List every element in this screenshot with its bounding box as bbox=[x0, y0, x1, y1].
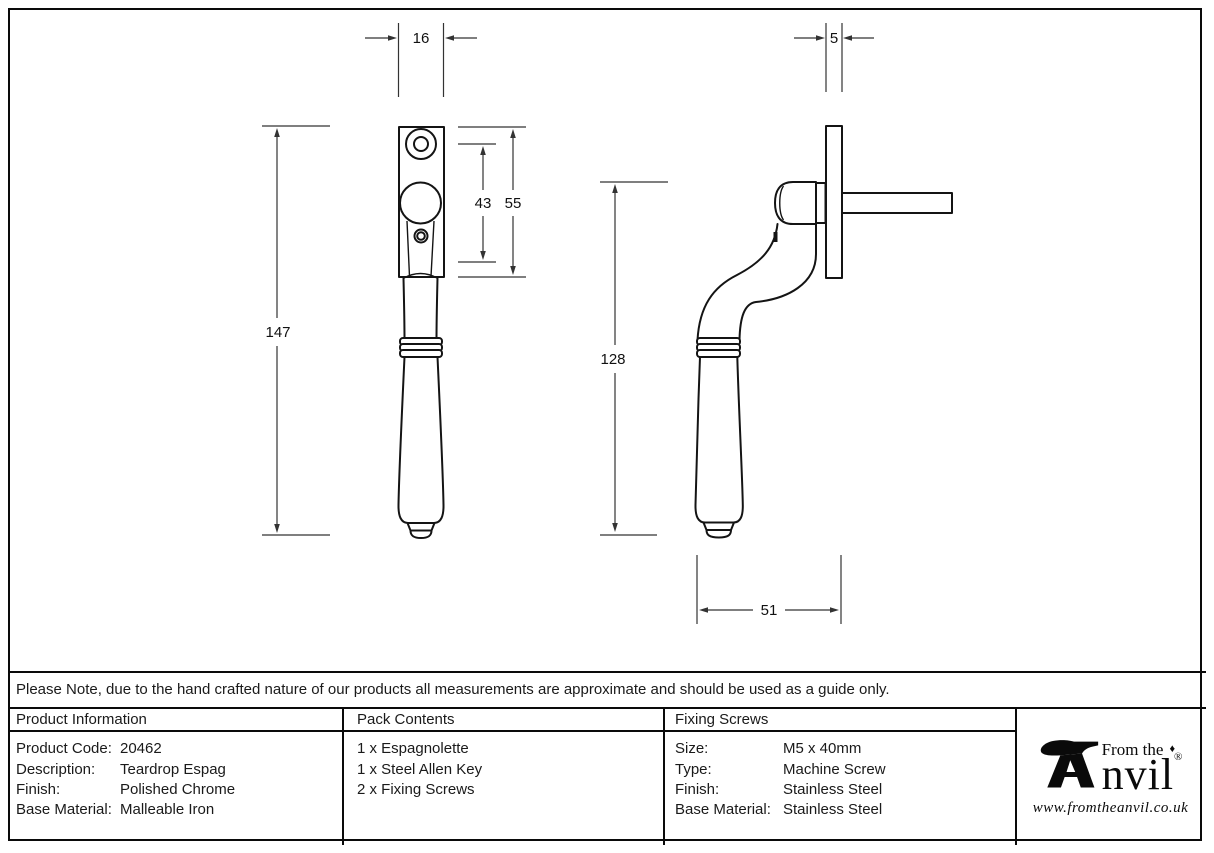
finish-value: Polished Chrome bbox=[120, 781, 236, 798]
finish-label: Finish: bbox=[16, 781, 61, 798]
base-material-value: Malleable Iron bbox=[120, 801, 215, 818]
anvil-icon bbox=[1040, 740, 1098, 788]
technical-drawing: 16 5 43 55 147 bbox=[262, 23, 953, 624]
logo-prefix-text: From the bbox=[1101, 740, 1164, 759]
screw-size-value: M5 x 40mm bbox=[783, 740, 862, 757]
front-finial-tip bbox=[409, 529, 433, 539]
front-stem bbox=[402, 277, 439, 341]
screw-type-value: Machine Screw bbox=[783, 761, 886, 778]
dim-projection: 51 bbox=[761, 602, 778, 619]
pack-contents-header: Pack Contents bbox=[357, 711, 455, 728]
pack-item-1: 1 x Espagnolette bbox=[357, 740, 469, 757]
pack-item-2: 1 x Steel Allen Key bbox=[357, 761, 483, 778]
front-view bbox=[397, 126, 445, 539]
side-neck-detail bbox=[773, 232, 778, 242]
front-neck-taper bbox=[406, 220, 435, 277]
brand-logo: From the ♦ nvil ® www.fromtheanvil.co.uk bbox=[1015, 708, 1206, 845]
dim-handle-height: 128 bbox=[600, 351, 625, 368]
divider-col-2-3 bbox=[663, 707, 665, 845]
screw-type-label: Type: bbox=[675, 761, 712, 778]
dim-plate-width: 16 bbox=[413, 30, 430, 47]
divider-col-1-2 bbox=[342, 707, 344, 845]
description-label: Description: bbox=[16, 761, 96, 778]
product-code-label: Product Code: bbox=[16, 740, 112, 757]
side-view bbox=[694, 125, 953, 539]
front-ring-3 bbox=[399, 349, 443, 358]
screw-material-value: Stainless Steel bbox=[783, 801, 883, 818]
side-finial-tip bbox=[705, 529, 732, 539]
logo-name-text: nvil bbox=[1101, 750, 1175, 799]
product-code-value: 20462 bbox=[120, 740, 162, 757]
table-top-border bbox=[8, 707, 1206, 709]
pack-item-3: 2 x Fixing Screws bbox=[357, 781, 475, 798]
side-knob bbox=[774, 181, 817, 225]
screw-material-label: Base Material: bbox=[675, 801, 771, 818]
measurement-note: Please Note, due to the hand crafted nat… bbox=[16, 681, 890, 698]
base-material-label: Base Material: bbox=[16, 801, 112, 818]
note-row-top-border bbox=[8, 671, 1206, 673]
front-knob bbox=[399, 181, 442, 225]
screw-finish-label: Finish: bbox=[675, 781, 720, 798]
table-header-underline bbox=[8, 730, 1015, 732]
diamond-icon: ♦ bbox=[1169, 743, 1176, 755]
front-neck-shoulder bbox=[402, 272, 439, 280]
dimension-annotations: 16 5 43 55 147 bbox=[262, 23, 874, 624]
side-neck-curve bbox=[696, 223, 779, 341]
registered-mark: ® bbox=[1174, 751, 1184, 763]
dim-fixing-centres: 43 bbox=[475, 195, 492, 212]
page-border bbox=[8, 8, 1202, 841]
divider-col-3-logo bbox=[1015, 707, 1017, 845]
description-value: Teardrop Espag bbox=[120, 761, 226, 778]
screw-finish-value: Stainless Steel bbox=[783, 781, 883, 798]
screw-size-label: Size: bbox=[675, 740, 709, 757]
product-information-header: Product Information bbox=[16, 711, 147, 728]
logo-url: www.fromtheanvil.co.uk bbox=[1032, 800, 1189, 816]
dim-overall-length: 147 bbox=[265, 324, 290, 341]
dim-plate-height: 55 bbox=[505, 195, 522, 212]
dim-plate-thickness: 5 bbox=[830, 30, 838, 47]
fixing-screws-header: Fixing Screws bbox=[675, 711, 769, 728]
side-ring-3 bbox=[696, 349, 741, 358]
